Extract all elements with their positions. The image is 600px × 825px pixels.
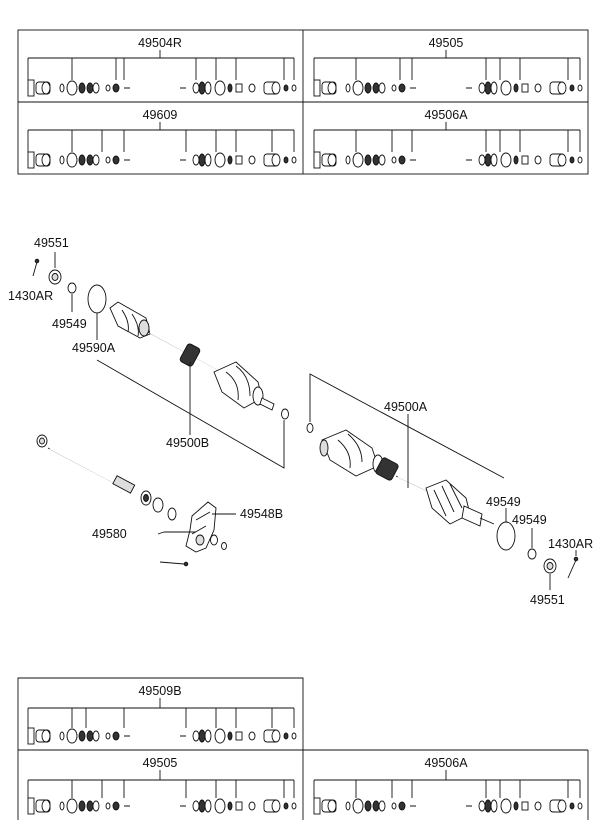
assembly-label: 49504R <box>138 36 182 50</box>
callout-right-1430ar: 1430AR <box>548 537 593 551</box>
assembly-label: 49506A <box>424 756 468 770</box>
parts-row <box>27 151 297 169</box>
assembly-label: 49506A <box>424 108 468 122</box>
assembly-box-49505: 49505 <box>313 36 583 97</box>
parts-row <box>313 79 583 97</box>
callout-right-49549-a: 49549 <box>486 495 521 509</box>
assembly-label: 49505 <box>143 756 178 770</box>
callout-left-49551: 49551 <box>34 236 69 250</box>
callout-left-1430ar: 1430AR <box>8 289 53 303</box>
callout-left-49500b: 49500B <box>166 436 209 450</box>
assembly-label: 49609 <box>143 108 178 122</box>
callout-left-49580: 49580 <box>92 527 127 541</box>
assembly-box-49609: 49609 <box>27 108 297 169</box>
callout-right-49549-b: 49549 <box>512 513 547 527</box>
intermediate-shaft <box>36 434 236 567</box>
top-frame <box>17 29 589 175</box>
assembly-box-49504r: 49504R <box>27 36 297 97</box>
bottom-frame <box>17 677 589 820</box>
assembly-label: 49509B <box>138 684 181 698</box>
assembly-box-49506a: 49506A <box>313 108 583 169</box>
callouts: 49551 1430AR 49549 49590A 49500B 49580 4… <box>8 236 593 607</box>
callout-left-49548b: 49548B <box>240 507 283 521</box>
assembly-box-49505-bottom: 49505 <box>27 756 297 815</box>
parts-row <box>313 151 583 169</box>
parts-row <box>27 797 297 815</box>
callout-left-49549: 49549 <box>52 317 87 331</box>
assembly-box-49509b: 49509B <box>27 684 297 745</box>
assembly-label: 49505 <box>429 36 464 50</box>
right-drive-shaft <box>306 373 579 590</box>
assembly-box-49506a-bottom: 49506A <box>313 756 583 815</box>
callout-right-49500a: 49500A <box>384 400 428 414</box>
left-drive-shaft <box>32 252 289 469</box>
parts-row <box>313 797 583 815</box>
callout-left-49590a: 49590A <box>72 341 116 355</box>
callout-right-49551: 49551 <box>530 593 565 607</box>
parts-row <box>27 79 297 97</box>
parts-row <box>27 727 297 745</box>
